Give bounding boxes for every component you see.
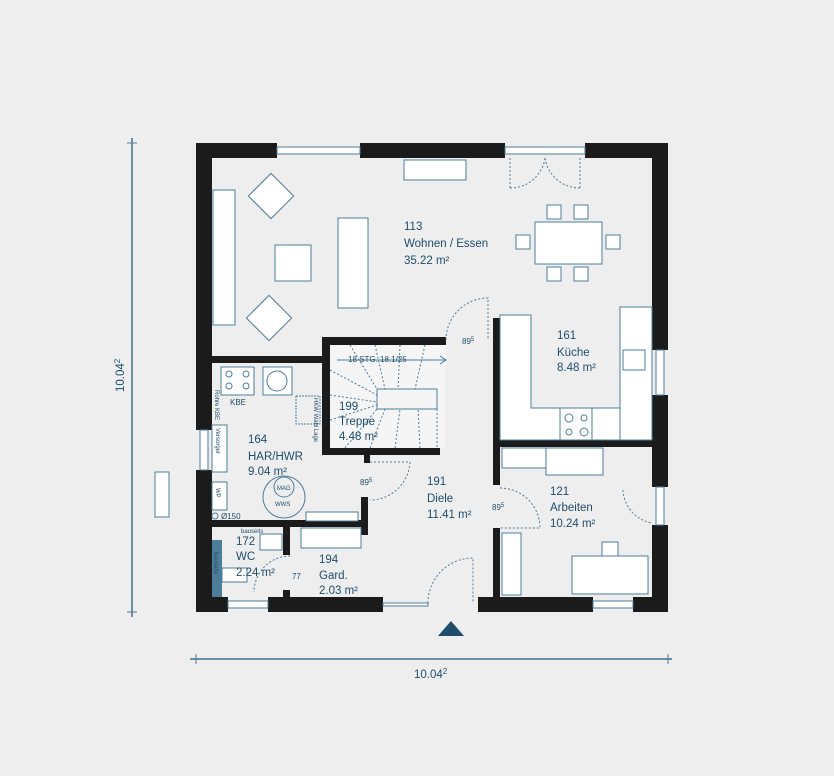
svg-text:164: 164	[248, 434, 268, 446]
svg-text:895: 895	[462, 337, 475, 346]
svg-text:9.04 m²: 9.04 m²	[248, 466, 287, 478]
interior-walls	[212, 318, 652, 598]
svg-text:895: 895	[492, 503, 505, 512]
svg-text:Rohre KBE: Rohre KBE	[213, 390, 219, 420]
svg-text:161: 161	[557, 330, 576, 342]
svg-text:Versorger: Versorger	[214, 428, 220, 454]
svg-text:2.24 m²: 2.24 m²	[236, 567, 275, 579]
svg-text:8.48 m²: 8.48 m²	[557, 362, 596, 374]
svg-text:bauseits: bauseits	[212, 552, 218, 574]
furniture	[211, 159, 653, 596]
svg-text:18 STG. 18.1/25: 18 STG. 18.1/25	[348, 355, 407, 364]
svg-text:HAR/HWR: HAR/HWR	[248, 451, 303, 463]
svg-text:199: 199	[339, 401, 358, 413]
svg-text:172: 172	[236, 536, 255, 548]
windows	[199, 146, 665, 609]
svg-text:Wohnen / Essen: Wohnen / Essen	[404, 238, 488, 250]
svg-text:Ø150: Ø150	[221, 512, 241, 521]
dimension-horizontal: 10.042	[190, 654, 672, 681]
svg-text:77: 77	[292, 572, 301, 581]
svg-text:Treppe: Treppe	[339, 416, 375, 428]
svg-text:WP: WP	[214, 488, 220, 498]
svg-text:bauseits: bauseits	[241, 529, 263, 535]
svg-text:WC: WC	[236, 551, 255, 563]
width-dimension: 10.042	[414, 667, 448, 681]
svg-text:Diele: Diele	[427, 493, 453, 505]
svg-text:10.24 m²: 10.24 m²	[550, 518, 596, 530]
doors	[253, 157, 653, 604]
entrance-marker	[438, 621, 464, 636]
svg-text:35.22 m²: 35.22 m²	[404, 255, 450, 267]
svg-text:895: 895	[360, 478, 373, 487]
dimension-vertical: 10.042	[113, 138, 137, 617]
svg-text:11.41 m²: 11.41 m²	[427, 509, 472, 521]
svg-text:Küche: Küche	[557, 347, 590, 359]
outer-walls	[196, 143, 668, 612]
svg-text:Arbeiten: Arbeiten	[550, 502, 593, 514]
svg-text:121: 121	[550, 486, 569, 498]
height-dimension: 10.042	[113, 358, 127, 392]
svg-text:MAG: MAG	[277, 486, 291, 492]
svg-text:194: 194	[319, 554, 339, 566]
svg-text:4.48 m²: 4.48 m²	[339, 431, 378, 443]
svg-text:Gard.: Gard.	[319, 570, 348, 582]
svg-text:WWS: WWS	[275, 502, 290, 508]
svg-text:191: 191	[427, 476, 446, 488]
svg-text:HKW Wahl Lage: HKW Wahl Lage	[312, 398, 318, 443]
svg-text:113: 113	[404, 221, 422, 233]
svg-text:KBE: KBE	[230, 398, 246, 407]
garden-element	[154, 471, 170, 518]
svg-text:2.03 m²: 2.03 m²	[319, 585, 358, 597]
